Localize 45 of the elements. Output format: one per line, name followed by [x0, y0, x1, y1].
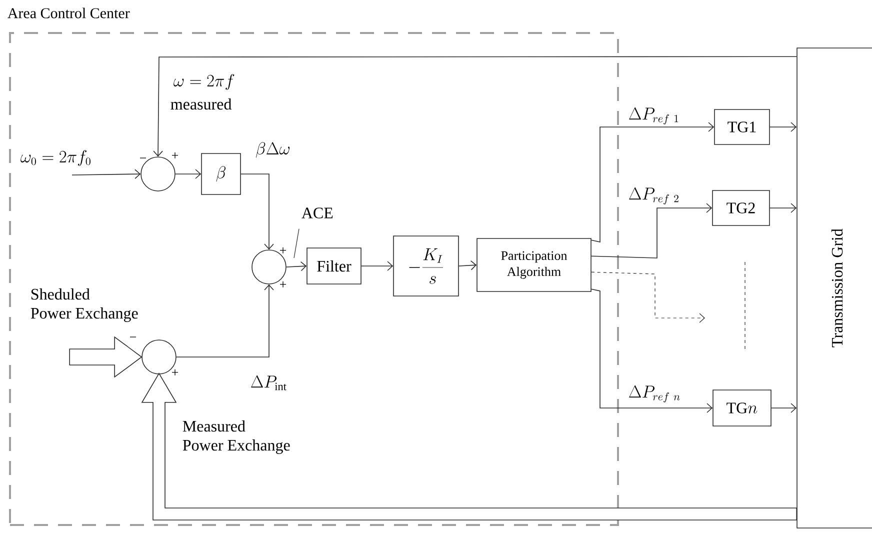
signal-label: $\beta\Delta\omega$	[256, 142, 290, 158]
signal-label: ACE	[302, 208, 333, 218]
generator-box: TG1	[714, 109, 770, 145]
summing-junction	[140, 156, 176, 192]
signal-label: $\omega_0 = 2\pi f_0$	[20, 150, 90, 166]
hollow-arrow	[141, 372, 797, 520]
arrow	[591, 288, 713, 413]
generator-box: TG2	[712, 190, 770, 226]
grid-box: Transmission Grid	[796, 48, 872, 528]
algorithm-box: Participation Algorithm	[476, 238, 592, 292]
arrow	[770, 122, 797, 132]
arrow	[286, 261, 307, 272]
arrow	[770, 203, 797, 213]
signal-label: $\Delta P_{ref\ 1}$	[629, 107, 678, 124]
arrow	[153, 56, 797, 157]
sign-label: +	[280, 281, 286, 288]
signal-label: Measured Power Exchange	[182, 420, 290, 454]
sign-label: +	[172, 369, 178, 376]
arrow	[361, 261, 394, 271]
signal-label: $\omega = 2\pi f$	[174, 74, 234, 90]
arrow	[176, 284, 274, 358]
sign-label: −	[130, 336, 136, 338]
arrow	[175, 169, 202, 179]
arrow	[458, 260, 477, 270]
gain-box: $\beta$	[201, 153, 241, 195]
arrow	[771, 403, 797, 413]
dashed-arrow	[591, 272, 706, 323]
generator-box: $\mathrm{TG}n$	[712, 390, 772, 426]
sign-label: +	[280, 247, 286, 254]
signal-label: $\Delta P_{ref\ 2}$	[629, 187, 678, 204]
arrow	[591, 203, 712, 258]
node-label: Area Control Center	[8, 8, 130, 18]
filter-box: Filter	[306, 248, 362, 284]
signal-label: measured	[170, 98, 232, 110]
leader-line	[294, 228, 300, 258]
integrator-box: $-\frac{K_I}{s}$	[393, 236, 459, 296]
sign-label: +	[172, 152, 178, 158]
signal-label: Sheduled Power Exchange	[30, 288, 138, 322]
arrow	[72, 169, 141, 179]
hollow-arrow	[69, 336, 142, 378]
signal-label: $\Delta P_{\mathrm{int}}$	[251, 375, 286, 390]
signal-label: $\Delta P_{ref\ n}$	[629, 385, 680, 402]
arrow	[240, 174, 274, 250]
summing-junction	[142, 340, 176, 374]
arrow	[591, 122, 714, 242]
